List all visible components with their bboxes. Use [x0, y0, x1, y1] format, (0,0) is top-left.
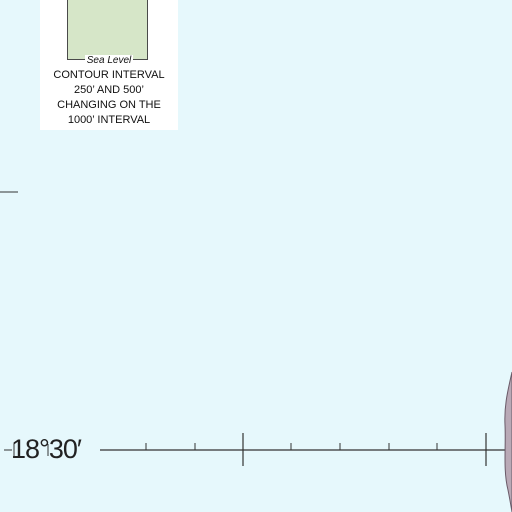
legend-panel: Sea Level CONTOUR INTERVAL 250’ AND 500’…	[40, 0, 178, 130]
contour-note-line: 250’ AND 500’	[74, 84, 144, 96]
contour-note-line: CONTOUR INTERVAL	[53, 69, 165, 81]
contour-note-line: 1000’ INTERVAL	[67, 114, 151, 126]
sea-level-label: Sea Level	[84, 55, 134, 66]
land-elevation-swatch	[67, 0, 148, 60]
latitude-label: 18°30′	[11, 434, 82, 464]
contour-interval-note: CONTOUR INTERVAL 250’ AND 500’ CHANGING …	[40, 68, 178, 128]
contour-note-line: CHANGING ON THE	[57, 99, 161, 111]
coastline-fragment	[504, 371, 512, 512]
